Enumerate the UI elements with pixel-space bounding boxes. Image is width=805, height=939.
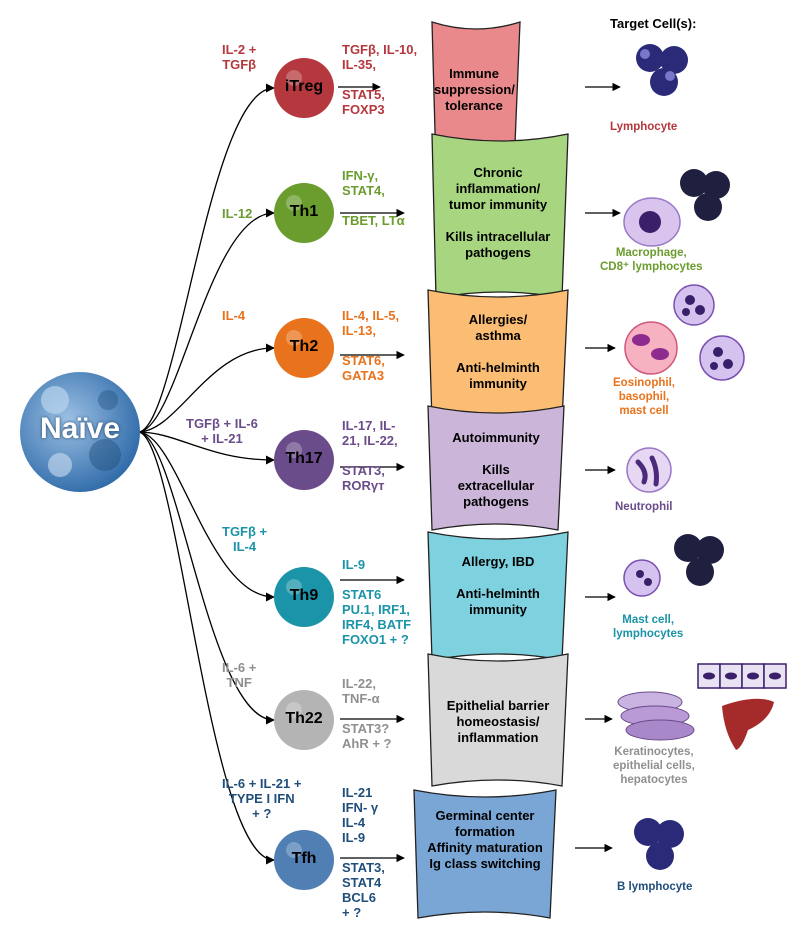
functional-outcome: Allergies/ asthma Anti-helminth immunity	[456, 312, 540, 391]
functional-outcome: Chronic inflammation/ tumor immunity Kil…	[445, 165, 551, 260]
keratinocyte-icon	[617, 691, 695, 741]
target-cells	[617, 44, 787, 870]
t-cell-highlight	[286, 842, 302, 858]
t-cell-highlight	[286, 195, 302, 211]
target-cell-label: Macrophage, CD8⁺ lymphocytes	[600, 247, 703, 273]
target-cell-label: Neutrophil	[615, 501, 673, 513]
transcription-factors: IL-21 IFN- γ IL-4 IL-9 STAT3, STAT4 BCL6…	[342, 785, 385, 920]
target-cell-label: B lymphocyte	[617, 881, 693, 893]
target-cell-label: Mast cell, lymphocytes	[613, 614, 684, 640]
differentiation-arrow	[137, 208, 275, 433]
subset-name: Th22	[285, 710, 323, 727]
inducing-cytokines: TGFβ + IL-6 + IL-21	[186, 416, 258, 446]
t-cell-icon	[274, 567, 334, 627]
subset-name: Th9	[289, 587, 319, 604]
t-cell-icon	[274, 690, 334, 750]
basophil-icon	[673, 284, 715, 326]
transcription-factors: IL-17, IL- 21, IL-22, STAT3, RORγт	[342, 418, 398, 493]
transcription-factors: IL-4, IL-5, IL-13, STAT6, GATA3	[342, 308, 400, 383]
differentiation-arrow	[137, 431, 275, 465]
t-cell-icon	[274, 58, 334, 118]
inducing-cytokines: IL-4	[222, 308, 246, 323]
target-cell-label: Lymphocyte	[610, 121, 678, 133]
t-cell-highlight	[286, 442, 302, 458]
subset-name: Tfh	[291, 850, 317, 867]
target-cells-header: Target Cell(s):	[610, 16, 697, 31]
functional-outcome: Epithelial barrier homeostasis/ inflamma…	[446, 698, 550, 745]
subset-name: iTreg	[284, 78, 324, 95]
functional-outcome: Germinal center formation Affinity matur…	[427, 808, 543, 871]
functional-outcome: Allergy, IBD Anti-helminth immunity	[456, 554, 540, 617]
t-cell-icon	[274, 830, 334, 890]
inducing-cytokines: IL-6 + IL-21 + TYPE I IFN + ?	[222, 776, 302, 821]
subset-name: Th1	[289, 203, 319, 220]
t-cell-icon	[274, 430, 334, 490]
differentiation-arrow	[137, 431, 275, 725]
eosinophil-icon	[624, 321, 678, 375]
lymphocyte-icon	[680, 169, 730, 221]
target-cell-label: Keratinocytes, epithelial cells, hepatoc…	[613, 746, 695, 786]
functional-outcome: Autoimmunity Kills extracellular pathoge…	[452, 430, 540, 509]
functional-outcome: Immune suppression/ tolerance	[434, 66, 515, 113]
inducing-cytokines: TGFβ + IL-4	[222, 524, 268, 554]
hepatocyte-icon	[722, 698, 774, 750]
t-cell-highlight	[286, 579, 302, 595]
mast-cell-icon	[699, 335, 745, 381]
lymphocyte-icon	[634, 818, 684, 870]
inducing-cytokines: IL-2 + TGFβ	[222, 42, 257, 72]
macrophage-icon	[623, 197, 681, 247]
inducing-cytokines: IL-6 + TNF	[222, 660, 257, 690]
transcription-factors: IL-22, TNF-α STAT3? AhR + ?	[342, 676, 392, 751]
subset-name: Th17	[285, 450, 323, 467]
naive-label: Naïve	[39, 412, 121, 445]
differentiation-arrow	[137, 83, 275, 433]
t-cell-highlight	[286, 330, 302, 346]
transcription-factors: TGFβ, IL-10, IL-35, STAT5, FOXP3	[342, 42, 418, 117]
subset-name: Th2	[289, 338, 319, 355]
inducing-cytokines: IL-12	[222, 206, 253, 221]
outcome-box	[427, 653, 569, 787]
target-cell-label: Eosinophil, basophil, mast cell	[613, 377, 675, 417]
differentiation-arrow	[137, 431, 275, 865]
outcome-box	[427, 405, 565, 531]
t-cell-icon	[274, 318, 334, 378]
differentiation-arrow	[137, 343, 275, 433]
epithelial-cell-icon	[697, 663, 787, 689]
subset-rows	[274, 21, 621, 919]
mast-cell-icon	[623, 559, 661, 597]
outcome-box	[413, 789, 557, 919]
differentiation-arrow	[137, 431, 275, 602]
t-cell-icon	[274, 183, 334, 243]
lymphocyte-icon	[674, 534, 724, 586]
lymphocyte-icon	[636, 44, 688, 96]
naive-cell-icon	[20, 372, 140, 492]
differentiation-arrows	[137, 83, 275, 865]
transcription-factors: IL-9 STAT6 PU.1, IRF1, IRF4, BATF FOXO1 …	[342, 557, 412, 647]
t-cell-highlight	[286, 70, 302, 86]
t-cell-highlight	[286, 702, 302, 718]
transcription-factors: IFN-γ, STAT4, TBET, LTα	[342, 168, 405, 228]
neutrophil-icon	[626, 447, 672, 493]
